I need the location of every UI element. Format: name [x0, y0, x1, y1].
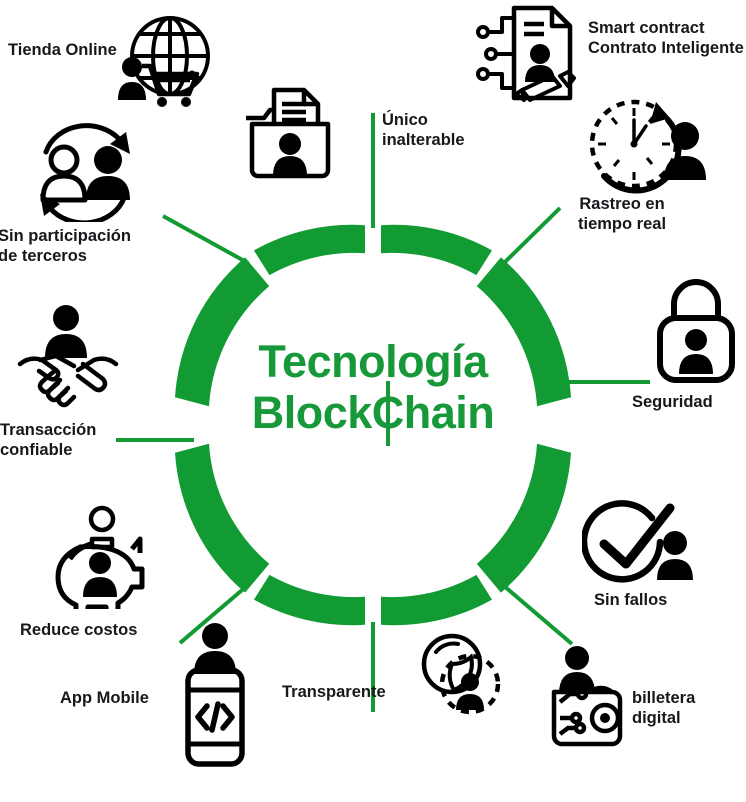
- node-label-line: confiable: [0, 441, 73, 460]
- piggy-bank-person-icon: [50, 505, 160, 609]
- node-label: Tienda Online: [8, 40, 117, 60]
- node-label: Transparente: [282, 682, 386, 702]
- connector-diag-bottom-left: [178, 583, 250, 645]
- node-label-line: Tienda Online: [8, 41, 117, 59]
- node-label-line: Reduce costos: [20, 621, 138, 639]
- node-label-line: digital: [632, 709, 681, 728]
- node-label: Smart contract Contrato Inteligente: [588, 18, 744, 58]
- node-label-line: tiempo real: [578, 215, 667, 234]
- clock-person-icon: [582, 96, 712, 194]
- node-label: Único inalterable: [382, 110, 465, 150]
- node-label-line: Rastreo en: [579, 195, 665, 213]
- connector-diag-bottom-right: [502, 584, 574, 646]
- connector-diag-top-left: [162, 214, 249, 265]
- node-label-line: inalterable: [382, 131, 465, 150]
- ring-segment-right-bottom: [476, 443, 571, 593]
- ring-segment-top-west: [253, 224, 365, 276]
- smartphone-code-person-icon: [178, 620, 252, 768]
- overlapping-circles-person-icon: [414, 630, 506, 722]
- node-label-line: Contrato Inteligente: [588, 39, 744, 58]
- node-label: Seguridad: [632, 392, 713, 412]
- ring-segment-right-top: [476, 257, 571, 407]
- ring-segment-top-left: [175, 257, 270, 407]
- node-label-line: billetera: [632, 689, 696, 707]
- node-label-line: Seguridad: [632, 393, 713, 411]
- folder-document-person-icon: [240, 84, 340, 184]
- checkmark-circle-person-icon: [582, 500, 700, 588]
- node-label-line: Sin fallos: [594, 591, 668, 609]
- node-label-line: Único: [382, 111, 428, 129]
- node-label-line: Transacción: [0, 421, 97, 439]
- connector-diag-top-right: [501, 206, 562, 266]
- contract-document-person-icon: [474, 2, 584, 106]
- ring-segment-top-east: [381, 224, 492, 276]
- two-people-arrows-icon: [28, 118, 144, 222]
- padlock-person-icon: [652, 276, 740, 388]
- node-label-line: Smart contract: [588, 19, 705, 37]
- node-label-line: de terceros: [0, 247, 87, 266]
- ring-segment-bottom-west: [253, 574, 365, 626]
- node-label: Sin fallos: [594, 590, 667, 610]
- connector-lines: [116, 113, 650, 712]
- node-label: App Mobile: [60, 688, 149, 708]
- digital-wallet-person-icon: [548, 640, 632, 748]
- handshake-person-icon: [10, 300, 126, 412]
- ring-segment-bottom-east: [381, 574, 492, 626]
- node-label: Transacción confiable: [0, 420, 96, 460]
- node-label-line: Transparente: [282, 683, 386, 701]
- node-label-line: App Mobile: [60, 689, 149, 707]
- node-label: Rastreo en tiempo real: [578, 194, 666, 234]
- node-label: billetera digital: [632, 688, 695, 728]
- node-label-line: Sin participación: [0, 227, 131, 245]
- ring-segments: [175, 224, 571, 626]
- globe-cart-person-icon: [108, 12, 220, 112]
- node-label: Reduce costos: [20, 620, 137, 640]
- node-label: Sin participación de terceros: [0, 226, 131, 266]
- ring-segment-left-bottom: [175, 443, 270, 593]
